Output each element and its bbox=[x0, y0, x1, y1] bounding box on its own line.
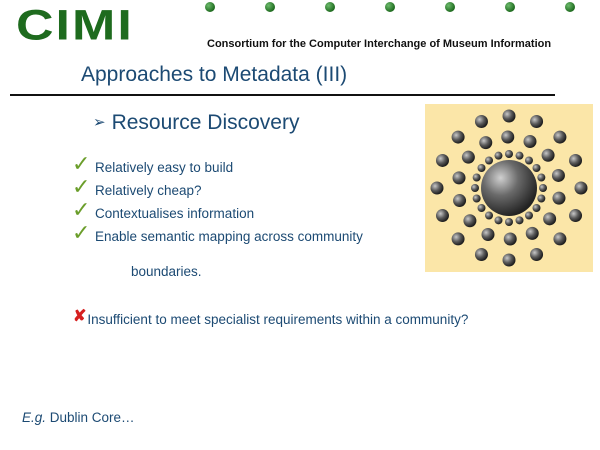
sphere-icon bbox=[502, 109, 516, 123]
sphere-icon bbox=[474, 248, 488, 262]
sphere-icon bbox=[530, 114, 544, 128]
sphere-icon bbox=[474, 114, 488, 128]
sphere-icon bbox=[453, 194, 467, 208]
dot-icon bbox=[205, 2, 215, 12]
sphere-icon bbox=[485, 156, 494, 165]
decorative-dot-row bbox=[200, 2, 595, 16]
list-item-text: Contextualises information bbox=[95, 206, 255, 221]
sphere-icon bbox=[461, 150, 475, 164]
sphere-icon bbox=[541, 148, 555, 162]
check-icon: ✓ bbox=[72, 220, 91, 245]
dot-icon bbox=[445, 2, 455, 12]
cimi-logo: CIMI bbox=[16, 1, 134, 50]
sphere-icon bbox=[551, 168, 565, 182]
con-item: ✘Insufficient to meet specialist require… bbox=[73, 308, 469, 329]
sphere-icon bbox=[435, 153, 449, 167]
sphere-icon bbox=[525, 226, 539, 240]
sphere-icon bbox=[524, 156, 533, 165]
title-divider bbox=[10, 94, 555, 96]
sphere-icon bbox=[523, 135, 537, 149]
subheading-text: Resource Discovery bbox=[111, 111, 300, 134]
sphere-icon bbox=[552, 191, 566, 205]
example-line: E.g. Dublin Core… bbox=[22, 410, 135, 425]
check-icon: ✓ bbox=[72, 151, 91, 176]
cross-icon: ✘ bbox=[73, 308, 87, 325]
sphere-icon bbox=[553, 130, 567, 144]
sphere-cluster-graphic bbox=[425, 104, 593, 272]
sphere-icon bbox=[505, 150, 513, 158]
dot-icon bbox=[565, 2, 575, 12]
sphere-icon bbox=[494, 151, 503, 160]
sphere-icon bbox=[524, 211, 533, 220]
sphere-icon bbox=[539, 184, 547, 192]
sphere-icon bbox=[537, 194, 546, 203]
example-prefix: E.g. bbox=[22, 410, 47, 425]
sphere-icon bbox=[532, 203, 541, 212]
sphere-icon bbox=[505, 218, 513, 226]
list-item: ✓ Enable semantic mapping across communit… bbox=[72, 222, 363, 252]
list-item: ✓ Contextualises information bbox=[72, 199, 363, 229]
dot-icon bbox=[325, 2, 335, 12]
sphere-icon bbox=[463, 214, 477, 228]
dot-icon bbox=[265, 2, 275, 12]
sphere-icon bbox=[502, 253, 516, 267]
dot-icon bbox=[505, 2, 515, 12]
sphere-icon bbox=[481, 160, 537, 216]
sphere-icon bbox=[515, 216, 524, 225]
subheading: ➢ Resource Discovery bbox=[93, 111, 299, 135]
example-text: Dublin Core… bbox=[46, 410, 135, 425]
sphere-icon bbox=[472, 173, 481, 182]
sphere-icon bbox=[530, 248, 544, 262]
sphere-cluster-svg bbox=[430, 109, 588, 267]
list-item: ✓ Relatively easy to build bbox=[72, 153, 363, 183]
consortium-name: Consortium for the Computer Interchange … bbox=[207, 38, 552, 50]
sphere-icon bbox=[532, 164, 541, 173]
sphere-icon bbox=[471, 184, 479, 192]
list-item-text: Relatively cheap? bbox=[95, 183, 202, 198]
sphere-icon bbox=[537, 173, 546, 182]
sphere-icon bbox=[430, 181, 444, 195]
dot-icon bbox=[385, 2, 395, 12]
sphere-icon bbox=[553, 232, 567, 246]
sphere-icon bbox=[569, 153, 583, 167]
sphere-icon bbox=[477, 203, 486, 212]
slide-title: Approaches to Metadata (III) bbox=[81, 63, 348, 86]
sphere-icon bbox=[479, 136, 493, 150]
sphere-icon bbox=[515, 151, 524, 160]
sphere-icon bbox=[503, 232, 517, 246]
check-icon: ✓ bbox=[72, 197, 91, 222]
sphere-icon bbox=[485, 211, 494, 220]
list-item-text: Enable semantic mapping across community bbox=[95, 229, 363, 244]
sphere-icon bbox=[481, 227, 495, 241]
sphere-icon bbox=[451, 232, 465, 246]
arrow-bullet-icon: ➢ bbox=[93, 114, 106, 131]
list-item-continuation: boundaries. bbox=[131, 264, 202, 279]
sphere-icon bbox=[435, 209, 449, 223]
sphere-icon bbox=[569, 209, 583, 223]
con-item-text: Insufficient to meet specialist requirem… bbox=[87, 312, 469, 327]
check-icon: ✓ bbox=[72, 174, 91, 199]
sphere-icon bbox=[451, 130, 465, 144]
sphere-icon bbox=[501, 130, 515, 144]
sphere-icon bbox=[574, 181, 588, 195]
pros-list: ✓ Relatively easy to build ✓ Relatively ch… bbox=[72, 153, 363, 252]
sphere-icon bbox=[543, 212, 557, 226]
sphere-icon bbox=[477, 164, 486, 173]
sphere-icon bbox=[452, 171, 466, 185]
sphere-icon bbox=[494, 216, 503, 225]
sphere-icon bbox=[472, 194, 481, 203]
list-item-text: Relatively easy to build bbox=[95, 160, 234, 175]
list-item: ✓ Relatively cheap? bbox=[72, 176, 363, 206]
